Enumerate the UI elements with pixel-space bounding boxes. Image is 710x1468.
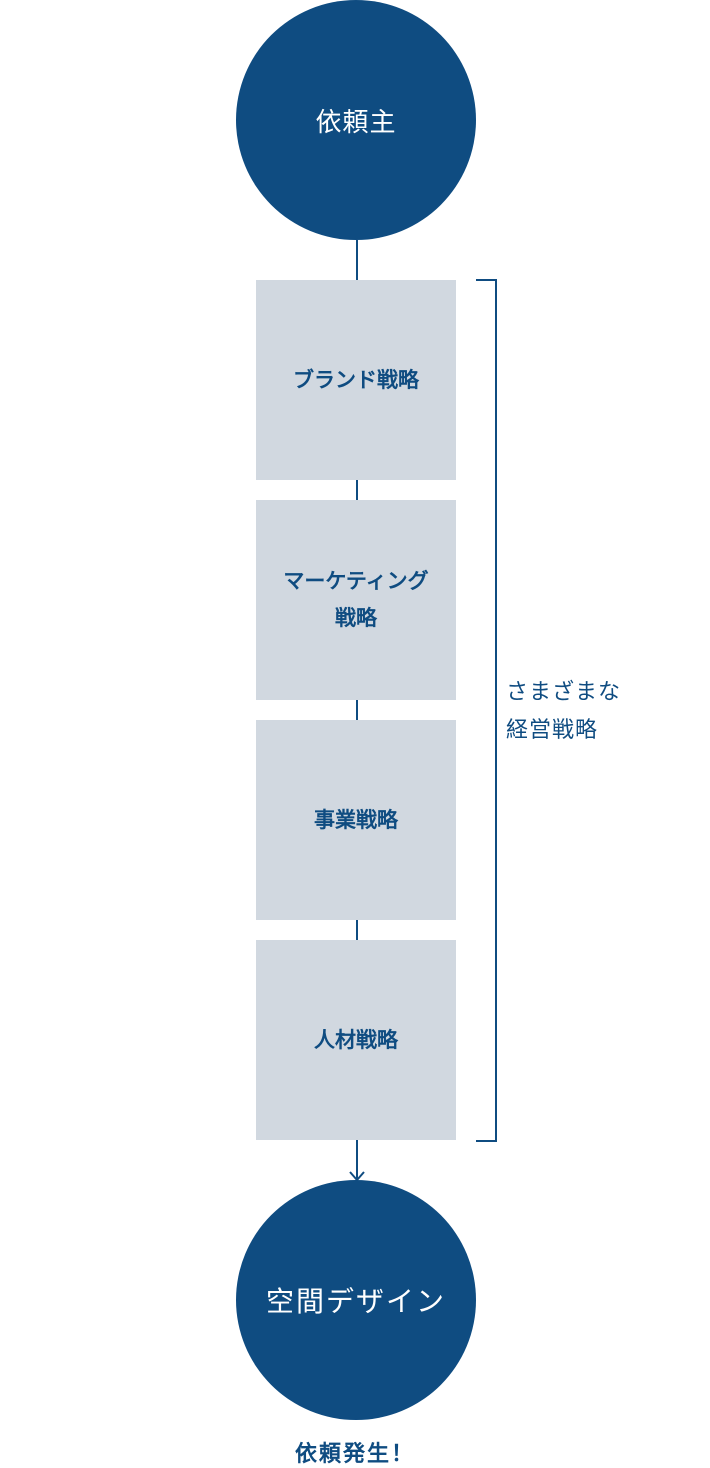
hr-strategy-label: 人材戦略 [314, 1027, 398, 1052]
business-strategy-box: 事業戦略 [256, 720, 456, 920]
marketing-strategy-box: マーケティング 戦略 [256, 500, 456, 700]
down-arrow-icon [349, 1140, 365, 1182]
marketing-strategy-label-line1: マーケティング [283, 569, 429, 594]
request-occurs-label: 依頼発生！ [294, 1442, 415, 1467]
spatial-design-label: 空間デザイン [265, 1285, 446, 1318]
client-node-label: 依頼主 [315, 107, 397, 138]
bracket-label-line2: 経営戦略 [506, 718, 599, 743]
client-node: 依頼主 [236, 0, 476, 240]
hr-strategy-box: 人材戦略 [256, 940, 456, 1140]
connector-business-to-hr [356, 920, 358, 940]
strategies-bracket [476, 279, 497, 1142]
connector-client-to-brand [356, 240, 358, 280]
bracket-label: さまざまな 経営戦略 [506, 674, 621, 750]
connector-brand-to-marketing [356, 480, 358, 500]
spatial-design-node: 空間デザイン [236, 1180, 476, 1420]
brand-strategy-box: ブランド戦略 [256, 280, 456, 480]
business-strategy-label: 事業戦略 [314, 807, 398, 832]
connector-marketing-to-business [356, 700, 358, 720]
brand-strategy-label: ブランド戦略 [293, 367, 419, 392]
marketing-strategy-label-line2: 戦略 [334, 606, 377, 630]
bracket-label-line1: さまざまな [506, 680, 622, 705]
